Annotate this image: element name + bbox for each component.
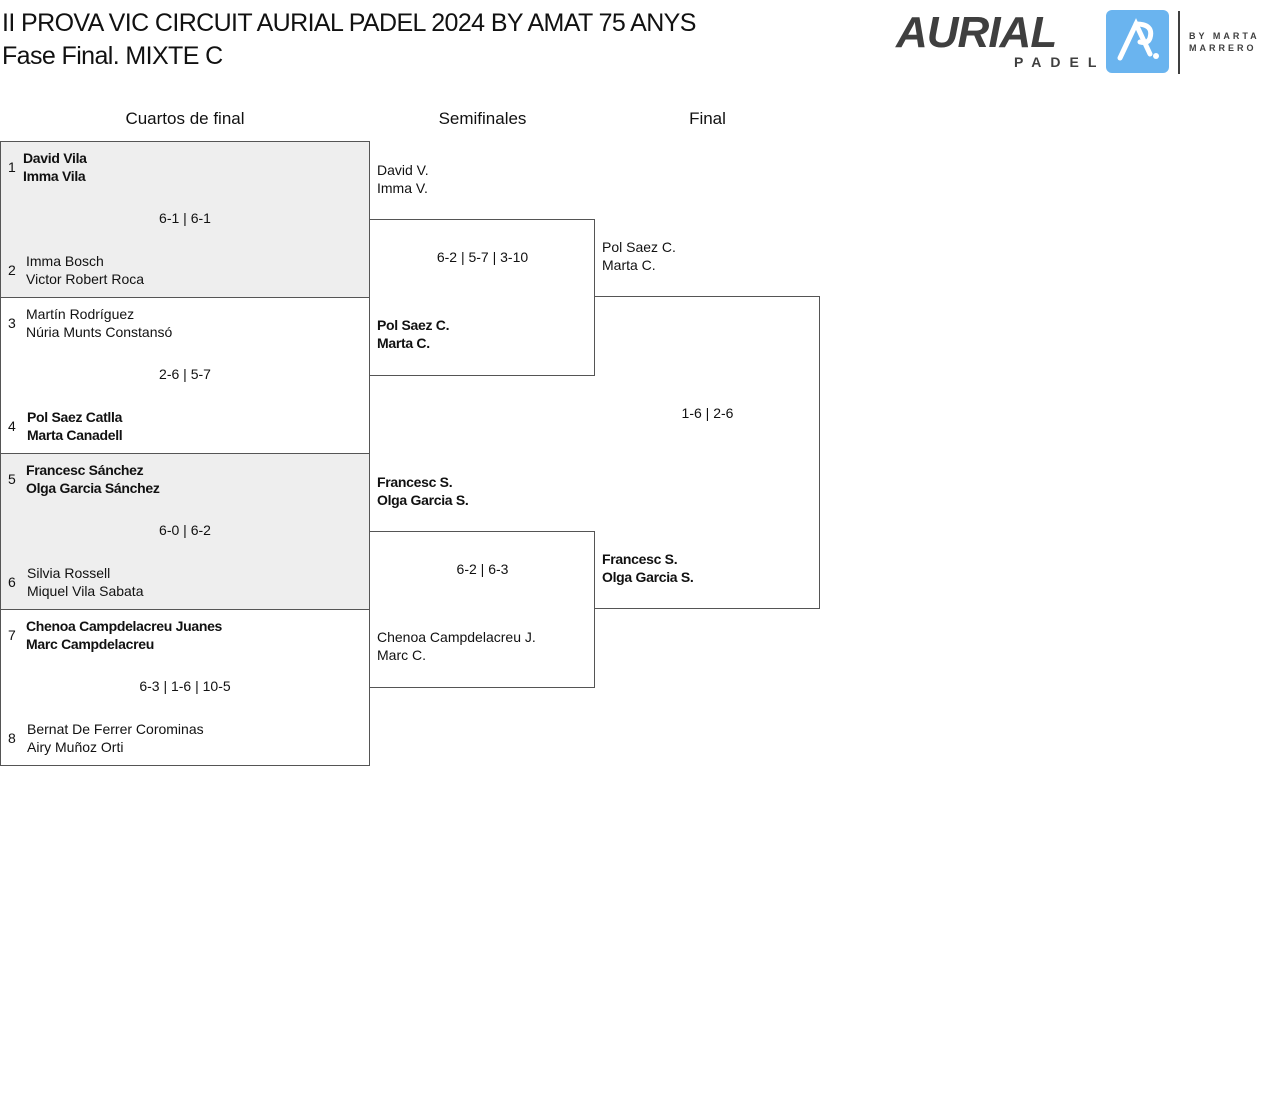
player-name: Airy Muñoz Orti (27, 739, 124, 755)
team-entry: Francesc S. Olga Garcia S. (377, 473, 469, 509)
player-name: Francesc Sánchez (26, 462, 144, 478)
semifinal-match (369, 531, 595, 688)
player-name: Imma V. (377, 180, 428, 196)
player-name: Silvia Rossell (27, 565, 111, 581)
logo-mark-icon (1106, 10, 1169, 73)
seed-number: 7 (8, 627, 16, 643)
player-name: Marc Campdelacreu (26, 636, 154, 652)
match-score: 6-2 | 5-7 | 3-10 (436, 249, 529, 265)
player-name: Marta C. (377, 335, 430, 351)
seed-number: 8 (8, 730, 16, 746)
player-name: Miquel Vila Sabata (27, 583, 144, 599)
seed-number: 6 (8, 574, 16, 590)
team-entry: David V. Imma V. (377, 161, 429, 197)
round-header-semifinals: Semifinales (438, 109, 527, 128)
tournament-title: II PROVA VIC CIRCUIT AURIAL PADEL 2024 B… (2, 9, 696, 37)
player-name: David V. (377, 162, 429, 178)
team-entry: Pol Saez C. Marta C. (602, 238, 676, 274)
round-header-final: Final (689, 109, 726, 128)
final-match (594, 296, 820, 609)
team-entry: Chenoa Campdelacreu J. Marc C. (377, 628, 536, 664)
player-name: Victor Robert Roca (26, 271, 145, 287)
phase-title: Fase Final. MIXTE C (2, 42, 223, 70)
player-name: Imma Bosch (26, 253, 104, 269)
player-name: Imma Vila (23, 168, 86, 184)
player-name: David Vila (23, 150, 87, 166)
player-name: Marc C. (377, 647, 426, 663)
seed-number: 3 (8, 315, 16, 331)
match-score: 1-6 | 2-6 (681, 405, 734, 421)
player-name: Pol Saez C. (602, 239, 676, 255)
player-name: Olga Garcia S. (377, 492, 469, 508)
team-entry: Pol Saez C. Marta C. (377, 316, 449, 352)
seed-number: 5 (8, 471, 16, 487)
player-name: Martín Rodríguez (26, 306, 135, 322)
match-score: 6-0 | 6-2 (159, 522, 211, 538)
player-name: Bernat De Ferrer Corominas (27, 721, 204, 737)
player-name: Chenoa Campdelacreu J. (377, 629, 536, 645)
match-score: 2-6 | 5-7 (159, 366, 211, 382)
player-name: Chenoa Campdelacreu Juanes (26, 618, 223, 634)
match-score: 6-1 | 6-1 (159, 210, 211, 226)
match-score: 6-2 | 6-3 (456, 561, 509, 577)
seed-number: 4 (8, 418, 16, 434)
player-name: Núria Munts Constansó (26, 324, 173, 340)
team-entry: Francesc S. Olga Garcia S. (602, 550, 694, 586)
quarterfinal-match (0, 453, 370, 610)
player-name: Pol Saez C. (377, 317, 450, 333)
player-name: Marta Canadell (27, 427, 123, 443)
player-name: Olga Garcia S. (602, 569, 694, 585)
player-name: Francesc S. (602, 551, 678, 567)
match-score: 6-3 | 1-6 | 10-5 (139, 678, 231, 694)
semifinal-match (369, 219, 595, 376)
seed-number: 2 (8, 262, 16, 278)
player-name: Francesc S. (377, 474, 453, 490)
quarterfinal-match (0, 141, 370, 298)
seed-number: 1 (8, 159, 16, 175)
player-name: Pol Saez Catlla (27, 409, 123, 425)
round-header-quarterfinals: Cuartos de final (125, 109, 245, 128)
player-name: Olga Garcia Sánchez (26, 480, 160, 496)
player-name: Marta C. (602, 257, 656, 273)
